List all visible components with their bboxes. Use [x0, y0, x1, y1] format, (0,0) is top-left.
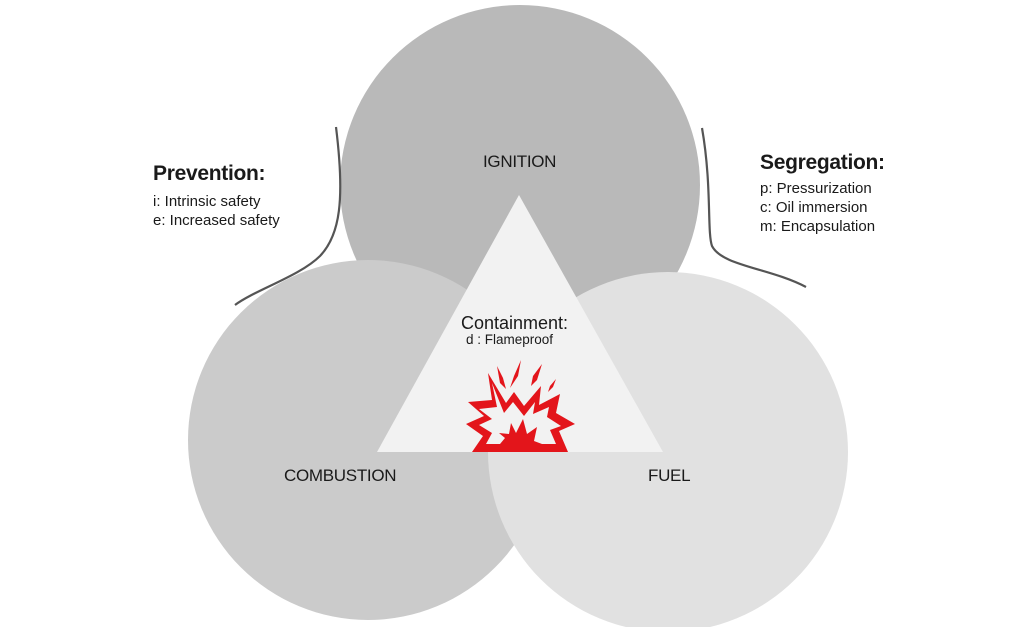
segregation-bracket — [700, 127, 807, 288]
segregation-title: Segregation: — [760, 151, 885, 174]
fuel-label: FUEL — [648, 466, 691, 485]
ignition-label: IGNITION — [483, 152, 557, 171]
containment-triangle — [377, 195, 663, 452]
prevention-item: e: Increased safety — [153, 212, 280, 229]
prevention-bracket — [234, 126, 342, 306]
explosion-icon — [466, 360, 575, 452]
segregation-item: p: Pressurization — [760, 180, 872, 197]
combustion-label: COMBUSTION — [284, 466, 397, 485]
segregation-item: c: Oil immersion — [760, 199, 868, 216]
prevention-title: Prevention: — [153, 162, 266, 185]
segregation-item: m: Encapsulation — [760, 218, 876, 235]
containment-title: Containment: — [461, 313, 569, 333]
prevention-item: i: Intrinsic safety — [153, 193, 261, 210]
containment-subtitle: d : Flameproof — [466, 332, 554, 347]
